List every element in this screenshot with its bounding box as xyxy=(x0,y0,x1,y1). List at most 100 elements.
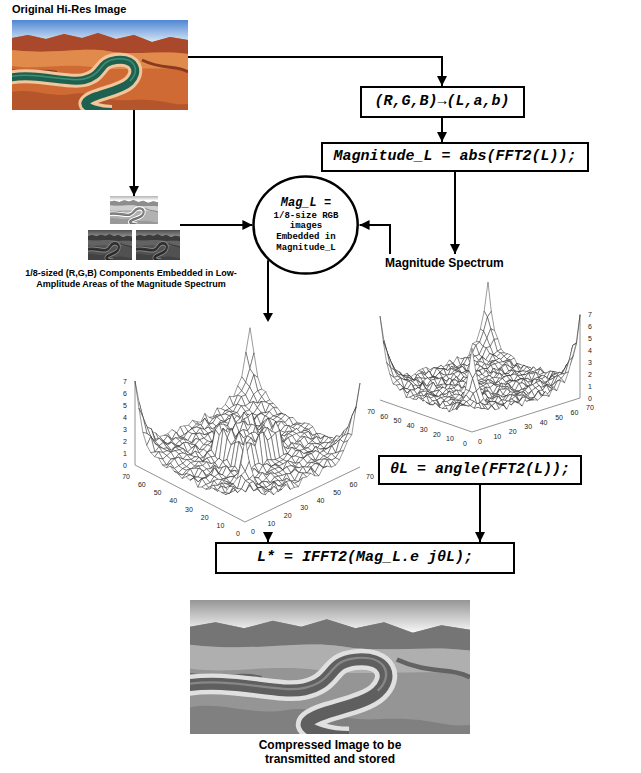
ellipse-outline xyxy=(252,175,359,275)
surface-mesh xyxy=(469,348,476,378)
surface-mesh xyxy=(135,381,143,417)
original-photo xyxy=(7,20,188,112)
surface-mesh xyxy=(462,389,469,398)
surface-mesh xyxy=(340,441,348,452)
axis-tick: 50 xyxy=(393,417,401,424)
tick-holder: 10 xyxy=(493,433,501,440)
tick-holder: 0 xyxy=(123,462,127,469)
surface-mesh xyxy=(183,455,191,460)
plot-axis xyxy=(245,467,360,522)
axis-tick: 6 xyxy=(123,390,127,397)
tick-holder: 20 xyxy=(433,430,441,437)
axis-tick: 4 xyxy=(123,414,127,421)
tick-holder: 10 xyxy=(267,520,275,527)
axis-tick: 60 xyxy=(138,481,146,488)
surface-mesh xyxy=(484,404,491,409)
plot-axis xyxy=(135,465,245,522)
axis-tick: 60 xyxy=(380,412,388,419)
process-box: Magnitude_L = abs(FFT2(L)); xyxy=(321,142,588,172)
flow-arrow xyxy=(180,224,252,226)
axis-tick: 70 xyxy=(367,408,375,415)
compressed-photo xyxy=(182,600,470,737)
plot-axis xyxy=(380,400,472,432)
axis-tick: 30 xyxy=(300,504,308,511)
axis-tick: 5 xyxy=(123,402,127,409)
tick-holder: 50 xyxy=(393,417,401,424)
tick-holder: 6 xyxy=(123,390,127,397)
tick-holder: 20 xyxy=(509,428,517,435)
surface-mesh xyxy=(503,401,510,409)
axis-tick: 20 xyxy=(509,428,517,435)
axis-tick: 0 xyxy=(588,395,592,402)
axis-tick: 6 xyxy=(588,323,592,330)
process-box: θL = angle(FFT2(L)); xyxy=(378,455,582,485)
axis-tick: 3 xyxy=(588,359,592,366)
tick-holder: 30 xyxy=(185,505,193,512)
surface-mesh xyxy=(186,475,194,480)
tick-holder: 1 xyxy=(123,450,127,457)
axis-tick: 70 xyxy=(366,473,374,480)
tick-holder: 30 xyxy=(300,504,308,511)
axis-tick: 50 xyxy=(333,488,341,495)
axis-tick: 5 xyxy=(588,335,592,342)
surface-mesh xyxy=(282,482,290,490)
plot-axis xyxy=(135,381,136,465)
tick-holder: 2 xyxy=(588,371,592,378)
surface-mesh xyxy=(573,315,580,345)
axis-tick: 40 xyxy=(407,421,415,428)
surface-mesh xyxy=(344,433,352,442)
axis-tick: 40 xyxy=(169,497,177,504)
node-text: Mag_L = xyxy=(281,196,331,210)
surface-mesh xyxy=(233,475,241,489)
tick-holder: 10 xyxy=(216,521,224,528)
tick-holder: 50 xyxy=(154,489,162,496)
tick-holder: 0 xyxy=(236,530,240,537)
axis-tick: 0 xyxy=(463,440,467,447)
axis-tick: 1 xyxy=(123,450,127,457)
axis-tick: 10 xyxy=(446,435,454,442)
surface-mesh xyxy=(570,343,577,361)
plot-axis xyxy=(580,314,581,398)
axis-tick: 0 xyxy=(478,438,482,445)
thumbnail-node: 1/8-sized (R,G,B) Components Embedded in… xyxy=(88,196,180,260)
tick-holder: 3 xyxy=(588,359,592,366)
tick-holder: 4 xyxy=(588,347,592,354)
surface-mesh xyxy=(258,487,266,494)
axis-tick: 20 xyxy=(201,513,209,520)
surface-mesh xyxy=(159,458,167,465)
tick-holder: 70 xyxy=(586,404,594,411)
axis-tick: 0 xyxy=(251,528,255,535)
axis-tick: 4 xyxy=(588,347,592,354)
axis-tick: 0 xyxy=(123,462,127,469)
caption-text: Magnitude Spectrum xyxy=(385,256,575,270)
tick-holder: 0 xyxy=(588,395,592,402)
flow-arrow xyxy=(133,110,135,196)
tick-holder: 10 xyxy=(446,435,454,442)
axis-tick: 60 xyxy=(350,480,358,487)
tick-holder: 5 xyxy=(588,335,592,342)
axis-tick: 30 xyxy=(420,426,428,433)
tick-holder: 5 xyxy=(123,402,127,409)
spectrum-node: Magnitude Spectrum xyxy=(372,254,590,444)
caption-text: Original Hi-Res Image xyxy=(12,3,188,16)
tick-holder: 0 xyxy=(463,440,467,447)
ellipse-content: Mag_L =1/8-size RGB images Embedded in M… xyxy=(270,196,342,254)
axis-tick: 60 xyxy=(571,408,579,415)
flow-arrow xyxy=(360,225,390,254)
tick-holder: 3 xyxy=(123,426,127,433)
caption-holder: Original Hi-Res Image xyxy=(12,3,188,16)
axis-tick: 0 xyxy=(236,530,240,537)
surface-mesh xyxy=(484,282,491,317)
tick-holder: 6 xyxy=(588,323,592,330)
surface-mesh xyxy=(225,486,233,493)
tick-holder: 40 xyxy=(317,496,325,503)
tick-holder: 70 xyxy=(122,473,130,480)
magnitude-spectrum-plot xyxy=(380,282,580,432)
surface-mesh xyxy=(198,470,206,478)
caption-holder: 1/8-sized (R,G,B) Components Embedded in… xyxy=(6,268,256,290)
plot-axis xyxy=(472,398,580,432)
axis-tick: 50 xyxy=(154,489,162,496)
tick-holder: 60 xyxy=(380,412,388,419)
